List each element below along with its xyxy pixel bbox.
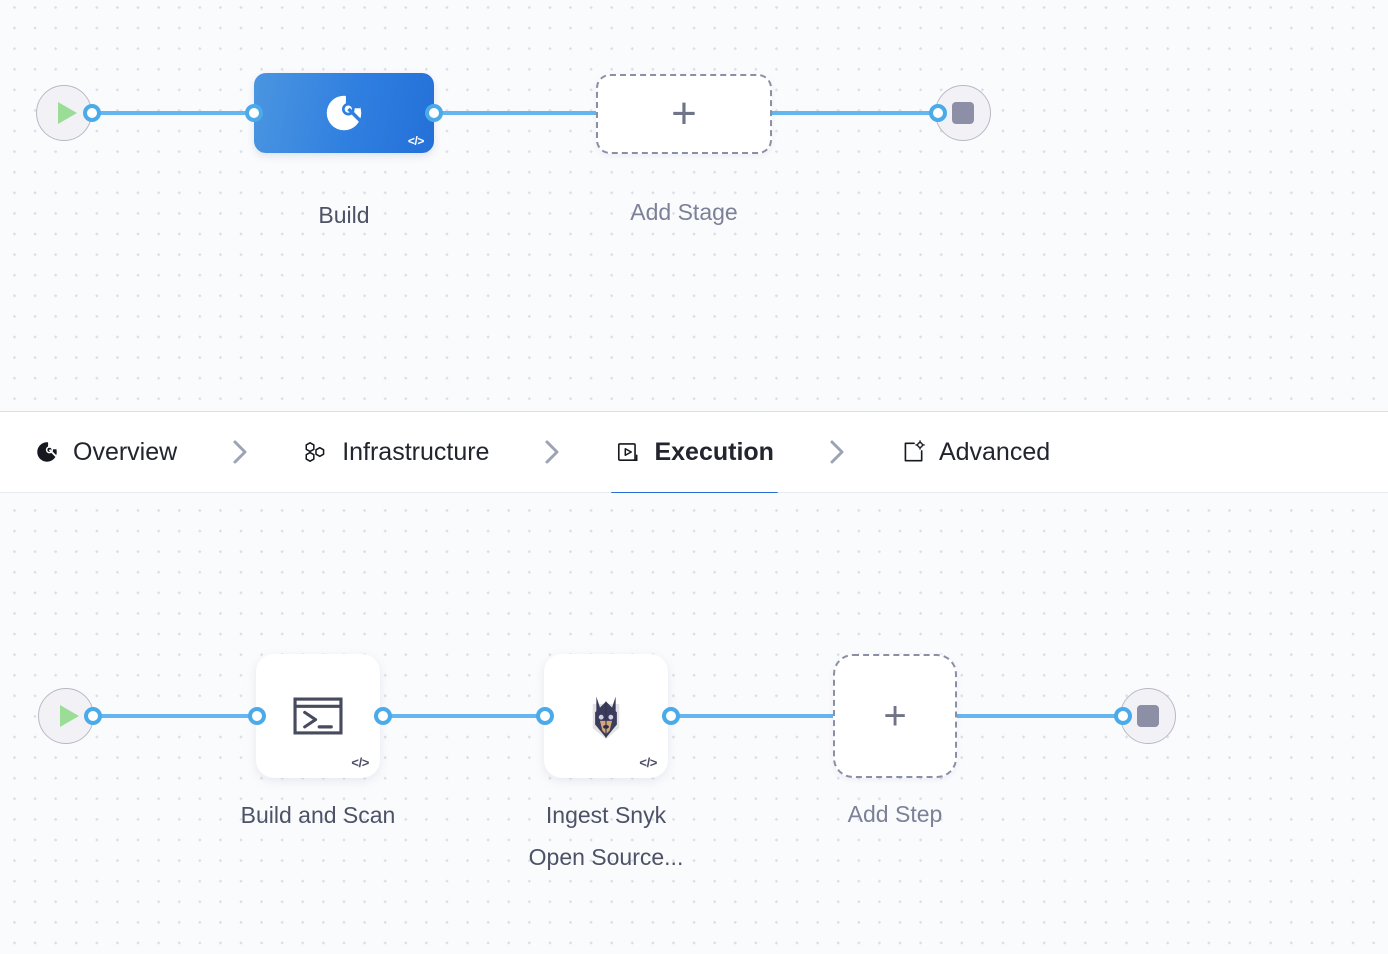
connector-addstep-to-end — [955, 714, 1133, 718]
step2-in-port[interactable] — [536, 707, 554, 725]
stop-icon — [1137, 705, 1159, 727]
step-start-port[interactable] — [84, 707, 102, 725]
stage-config-tabbar[interactable]: Overview Infrastructure — [0, 411, 1388, 497]
build-stage-icon — [326, 93, 366, 131]
step-node-ingest-snyk[interactable]: </> — [544, 654, 668, 778]
tab-execution[interactable]: Execution — [611, 411, 779, 497]
connector-step2-to-addstep — [668, 714, 846, 718]
connector-step1-to-step2 — [382, 714, 554, 718]
step-code-badge: </> — [639, 755, 657, 770]
step2-out-port[interactable] — [662, 707, 680, 725]
gear-box-icon — [904, 440, 925, 462]
step1-out-port[interactable] — [374, 707, 392, 725]
add-stage-node[interactable]: + — [596, 74, 772, 154]
add-step-label: Add Step — [847, 801, 943, 827]
stage-start-port[interactable] — [83, 104, 101, 122]
stage-label-build: Build — [318, 202, 370, 228]
chevron-right-icon — [233, 440, 247, 464]
tab-overview[interactable]: Overview — [30, 411, 181, 493]
terminal-icon — [293, 697, 343, 735]
stop-icon — [952, 102, 974, 124]
connector-start-to-step1 — [93, 714, 268, 718]
connector-addstage-to-end — [768, 111, 948, 115]
stage-build-out-port[interactable] — [425, 104, 443, 122]
step-label-build-and-scan: Build and Scan — [240, 802, 396, 828]
connector-start-to-build — [92, 111, 264, 115]
play-box-icon — [618, 443, 638, 461]
stage-start-node[interactable] — [36, 85, 92, 141]
play-icon — [57, 102, 77, 124]
tab-advanced-label: Advanced — [938, 437, 1051, 466]
add-stage-label: Add Stage — [630, 199, 738, 225]
tab-separator-1 — [227, 436, 253, 468]
stage-end-node[interactable] — [935, 85, 991, 141]
hexagon-cluster-icon — [305, 442, 325, 462]
step-canvas[interactable]: </> Build and Scan </> Ingest Snyk Open … — [0, 493, 1388, 954]
tab-execution-label: Execution — [654, 437, 774, 466]
step-node-build-and-scan[interactable]: </> — [256, 654, 380, 778]
stage-node-build[interactable]: </> — [254, 73, 434, 153]
step-label-ingest-snyk: Ingest Snyk Open Source... — [528, 802, 684, 870]
stage-end-port[interactable] — [929, 104, 947, 122]
play-icon — [59, 705, 79, 727]
stage-build-in-port[interactable] — [245, 104, 263, 122]
tab-infrastructure-label: Infrastructure — [342, 437, 490, 466]
step1-in-port[interactable] — [248, 707, 266, 725]
plus-icon: + — [883, 694, 907, 738]
stage-code-badge: </> — [407, 134, 425, 148]
tab-overview-label: Overview — [73, 437, 178, 466]
step-end-port[interactable] — [1114, 707, 1132, 725]
tab-separator-3 — [824, 436, 850, 468]
plus-icon: + — [671, 89, 697, 138]
chevron-right-icon — [830, 440, 844, 464]
stage-canvas[interactable]: </> Build + Add Stage — [0, 0, 1388, 411]
step-code-badge: </> — [351, 755, 369, 770]
add-step-node[interactable]: + — [833, 654, 957, 778]
tab-advanced[interactable]: Advanced — [896, 411, 1054, 493]
tab-separator-2 — [539, 436, 565, 468]
tab-infrastructure[interactable]: Infrastructure — [299, 411, 493, 493]
snyk-dog-icon — [592, 696, 620, 739]
connector-build-to-addstage — [432, 111, 604, 115]
chevron-right-icon — [545, 440, 559, 464]
overview-pie-icon — [37, 441, 60, 462]
